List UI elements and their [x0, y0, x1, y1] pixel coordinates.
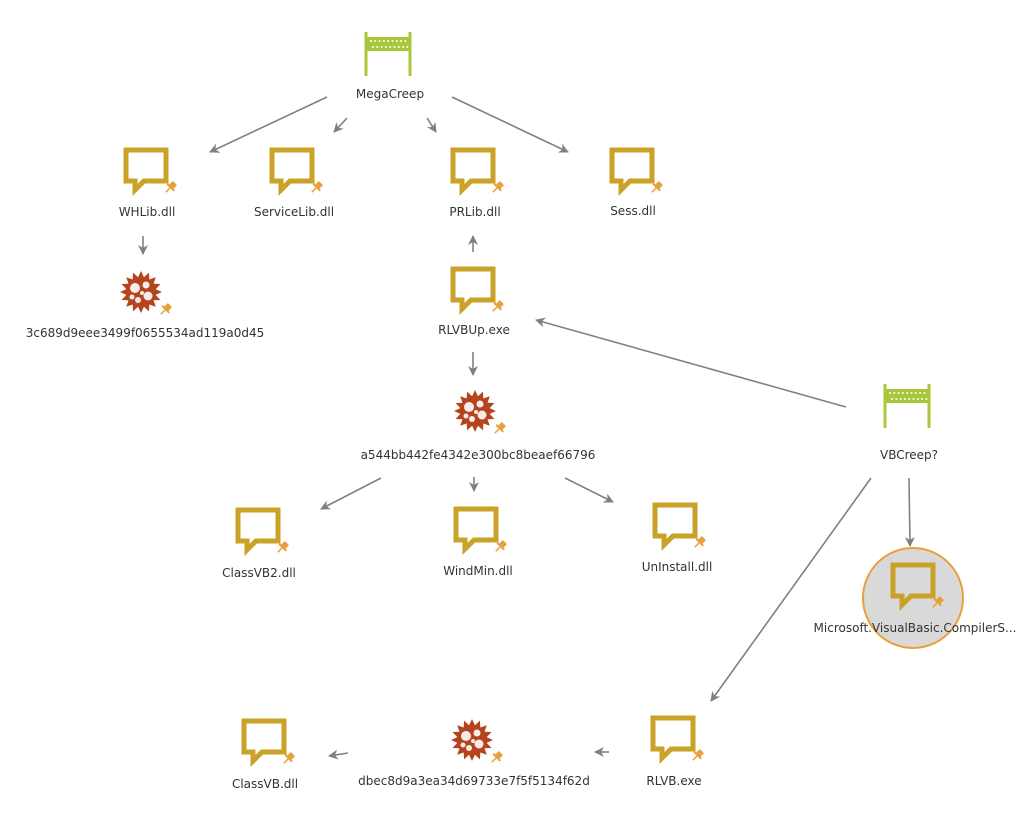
comment-icon: [890, 562, 936, 612]
edge-hash2-to-classvb2[interactable]: [320, 477, 382, 510]
campaign-flag-icon: [364, 32, 412, 76]
campaign-flag-icon: [883, 384, 931, 428]
comment-icon: [235, 507, 281, 557]
pin-icon: [692, 749, 704, 761]
graph-node-sess[interactable]: Sess.dll: [609, 147, 664, 218]
node-label: RLVB.exe: [646, 774, 701, 788]
pin-icon: [492, 300, 504, 312]
comment-icon: [650, 715, 696, 765]
node-label: ServiceLib.dll: [254, 205, 334, 219]
edge-hash2-to-uninstall[interactable]: [564, 477, 614, 503]
edge-megacreep-to-servicelib[interactable]: [333, 117, 348, 133]
node-label: VBCreep?: [880, 448, 938, 462]
edge-hash3-to-classvb[interactable]: [328, 749, 349, 760]
graph-node-classvb[interactable]: ClassVB.dll: [232, 718, 298, 791]
malware-icon: [451, 719, 493, 761]
edge-vbcreep-to-rlvb[interactable]: [710, 477, 872, 702]
node-label: Sess.dll: [610, 204, 656, 218]
pin-icon: [492, 181, 504, 193]
graph-node-rlvb[interactable]: RLVB.exe: [646, 715, 705, 788]
comment-icon: [450, 266, 496, 316]
graph-node-servicelib[interactable]: ServiceLib.dll: [254, 147, 334, 219]
pin-icon: [277, 541, 289, 553]
graph-node-uninstall[interactable]: UnInstall.dll: [642, 502, 713, 574]
node-label: 3c689d9eee3499f0655534ad119a0d45: [26, 326, 265, 340]
node-label: dbec8d9a3ea34d69733e7f5f5134f62d: [358, 774, 590, 788]
node-label: WindMin.dll: [443, 564, 513, 578]
pin-icon: [494, 422, 506, 434]
graph-node-megacreep[interactable]: MegaCreep: [356, 32, 424, 101]
graph-node-vbcreep[interactable]: VBCreep?: [880, 384, 938, 462]
pin-icon: [283, 752, 295, 764]
edge-megacreep-to-sess[interactable]: [451, 96, 569, 153]
malware-icon: [120, 271, 162, 313]
graph-node-windmin[interactable]: WindMin.dll: [443, 506, 513, 578]
node-label: ClassVB2.dll: [222, 566, 296, 580]
malware-icon: [454, 390, 496, 432]
node-label: Microsoft.VisualBasic.CompilerS...: [814, 621, 1017, 635]
comment-icon: [652, 502, 698, 552]
node-label: a544bb442fe4342e300bc8beaef66796: [361, 448, 596, 462]
comment-icon: [450, 147, 496, 197]
edge-megacreep-to-whlib[interactable]: [209, 96, 328, 153]
graph-node-rlvbup[interactable]: RLVBUp.exe: [438, 266, 510, 337]
comment-icon: [269, 147, 315, 197]
edge-megacreep-to-prlib[interactable]: [426, 117, 437, 133]
edge-vbcreep-to-rlvbup[interactable]: [535, 317, 847, 408]
node-label: WHLib.dll: [119, 205, 176, 219]
comment-icon: [453, 506, 499, 556]
pin-icon: [160, 303, 172, 315]
graph-node-hash2[interactable]: a544bb442fe4342e300bc8beaef66796: [361, 390, 596, 462]
graph-node-prlib[interactable]: PRLib.dll: [449, 147, 505, 219]
graph-node-hash3[interactable]: dbec8d9a3ea34d69733e7f5f5134f62d: [358, 719, 590, 788]
node-label: RLVBUp.exe: [438, 323, 510, 337]
pin-icon: [311, 181, 323, 193]
node-label: MegaCreep: [356, 87, 424, 101]
pin-icon: [165, 181, 177, 193]
comment-icon: [609, 147, 655, 197]
comment-icon: [123, 147, 169, 197]
graph-node-whlib[interactable]: WHLib.dll: [119, 147, 179, 219]
graph-node-classvb2[interactable]: ClassVB2.dll: [222, 507, 296, 580]
node-label: ClassVB.dll: [232, 777, 298, 791]
pin-icon: [694, 536, 706, 548]
edge-vbcreep-to-msvb[interactable]: [904, 477, 915, 547]
pin-icon: [491, 751, 503, 763]
comment-icon: [241, 718, 287, 768]
pin-icon: [932, 596, 944, 608]
pin-icon: [651, 181, 663, 193]
graph-node-msvb[interactable]: Microsoft.VisualBasic.CompilerS...: [814, 547, 1017, 649]
edge-layer: [138, 96, 915, 760]
graph-node-hash1[interactable]: 3c689d9eee3499f0655534ad119a0d45: [26, 271, 265, 340]
node-label: UnInstall.dll: [642, 560, 713, 574]
pin-icon: [495, 540, 507, 552]
node-label: PRLib.dll: [449, 205, 500, 219]
